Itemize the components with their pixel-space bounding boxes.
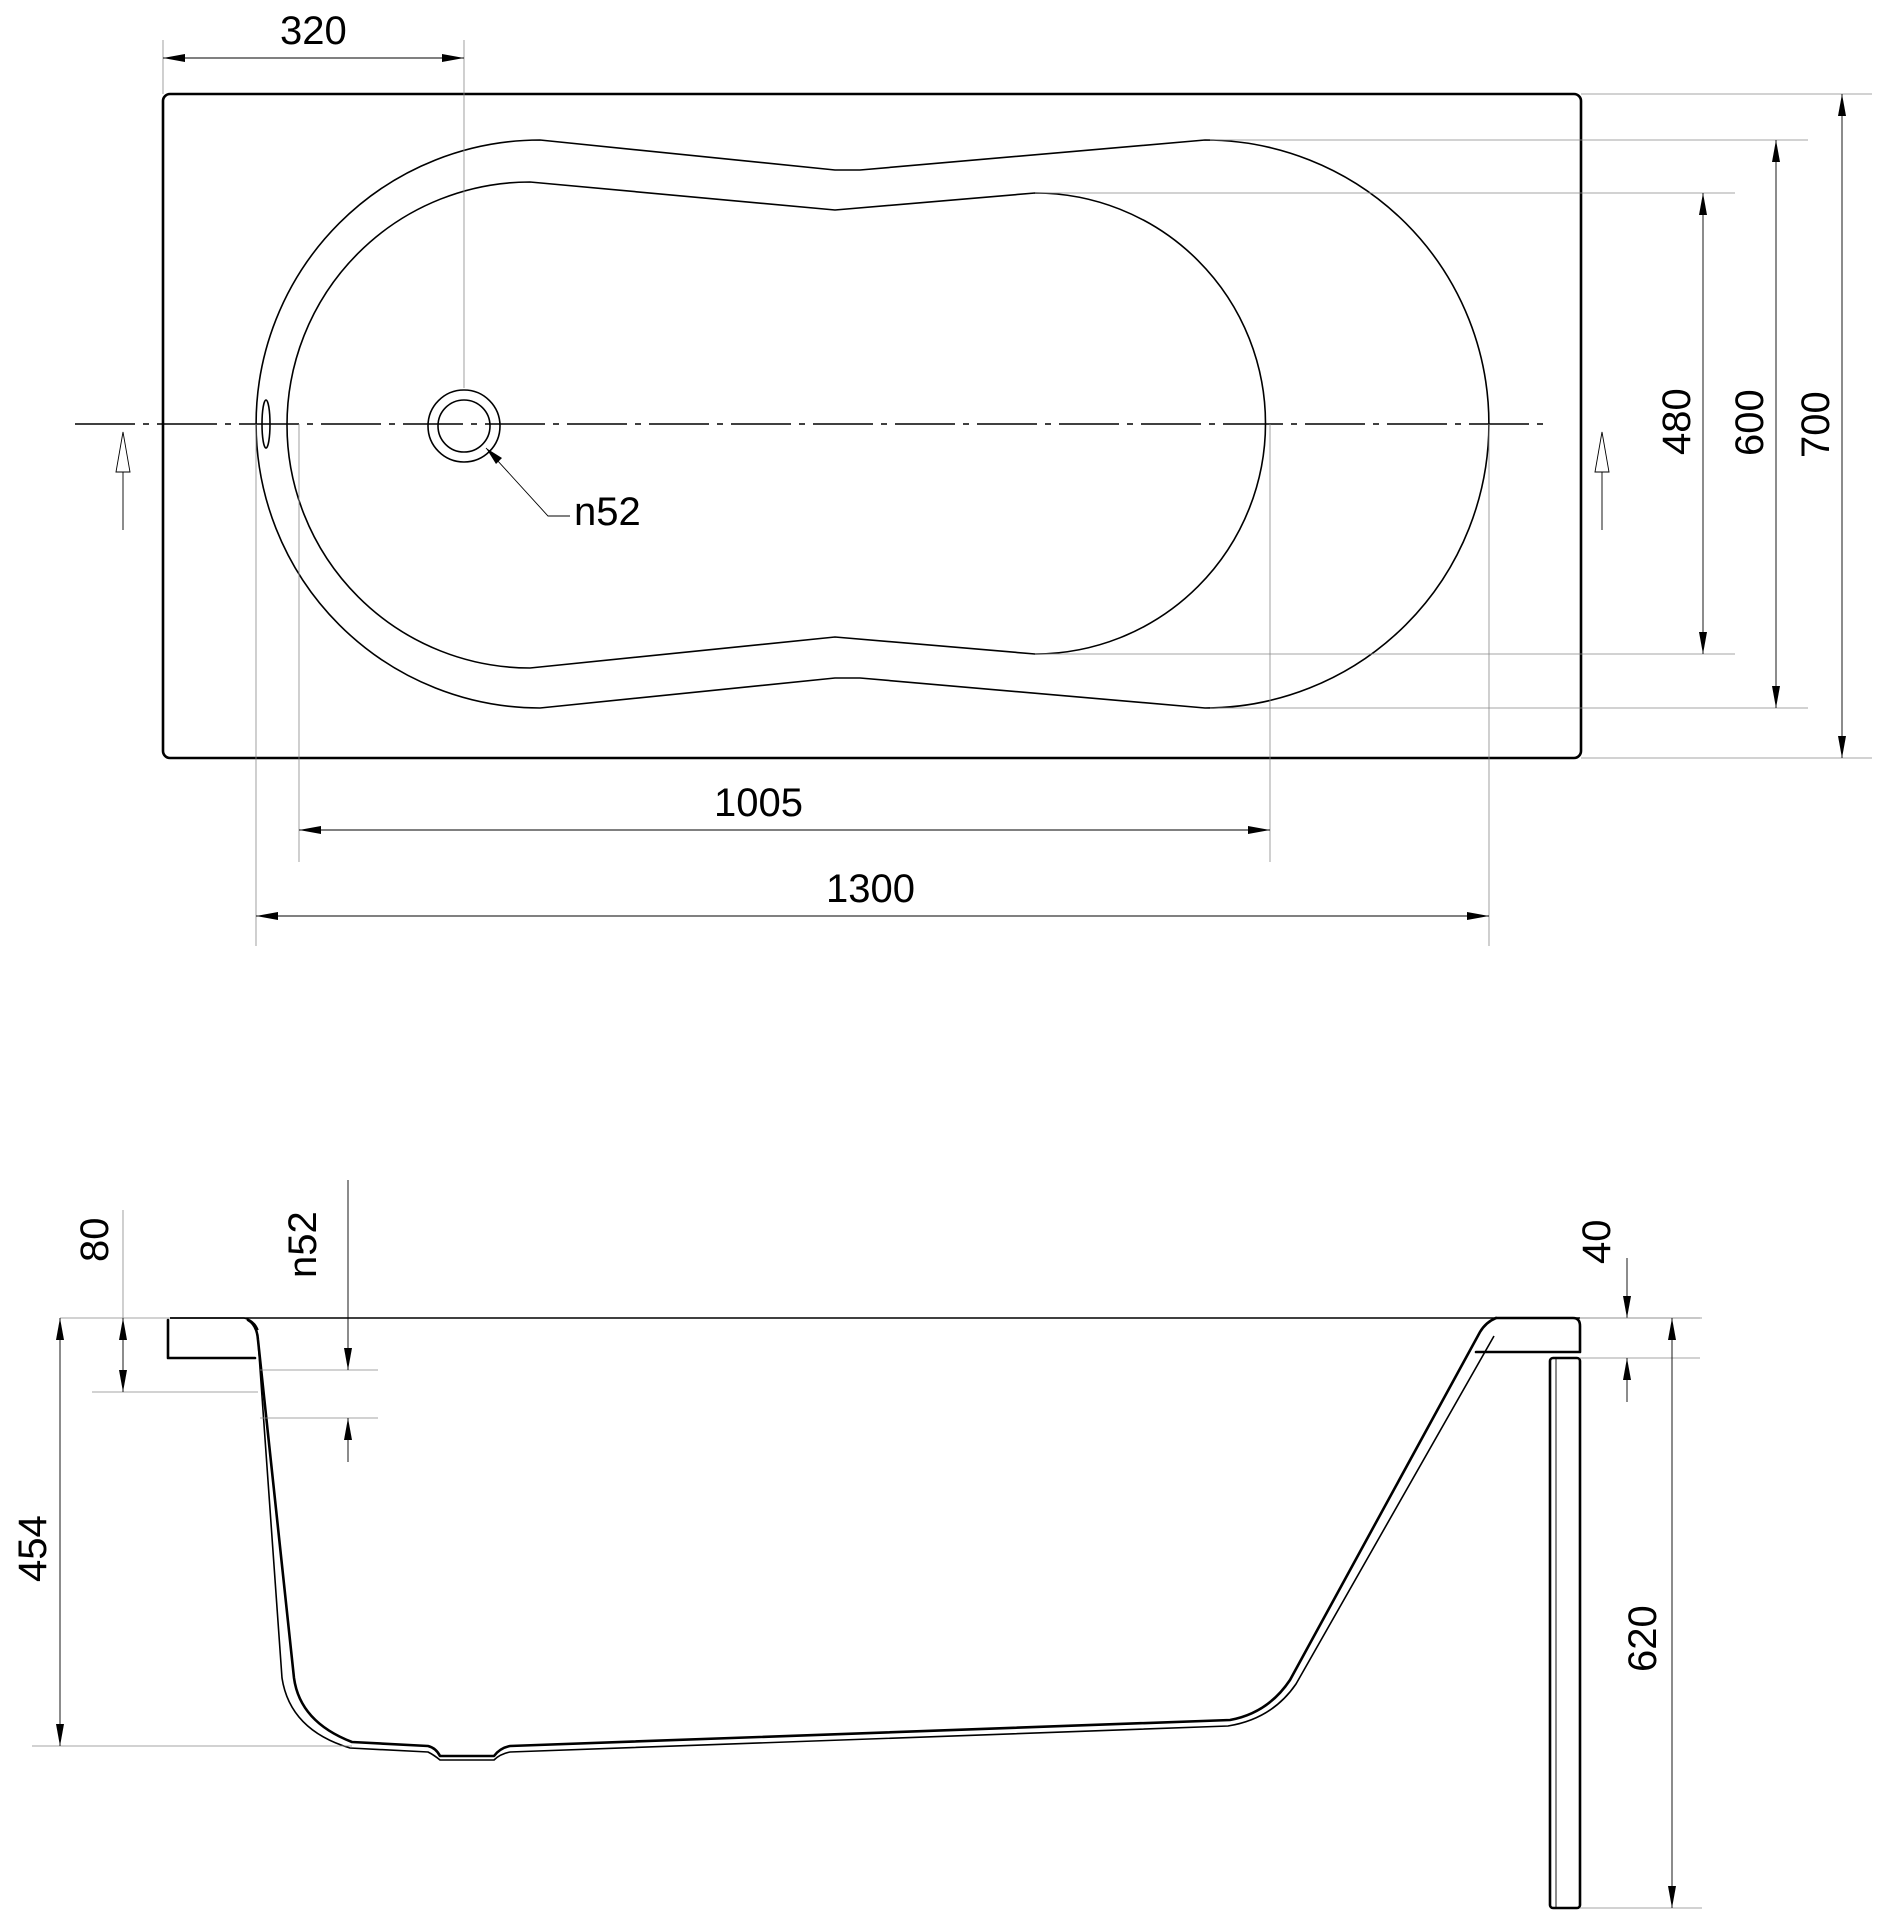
dim-320: 320 [280,9,347,53]
dim-480: 480 [1655,388,1699,455]
section-inner-shell [257,1335,1495,1761]
plan-outer-rim [161,92,1583,760]
dim-620: 620 [1621,1605,1665,1672]
section-arrow-left-icon [115,431,131,530]
dim-80: 80 [73,1218,117,1263]
plan-view: n52 320 480 600 [75,9,1872,946]
plan-outer-bowl [255,139,1490,709]
drain-leader-arrow [486,448,502,464]
section-view: 80 n52 454 40 620 [11,1180,1702,1910]
overflow-icon [261,399,271,449]
dim-454: 454 [11,1515,55,1582]
section-right-panel [1548,1356,1582,1910]
dim-700: 700 [1794,391,1838,458]
section-outer-shell [246,1316,1498,1758]
section-right-rim [1474,1316,1582,1354]
section-left-lip-top [170,1317,259,1331]
dim-1300: 1300 [826,867,915,911]
plan-inner-bowl [286,181,1267,669]
section-left-lip [166,1318,257,1360]
drain-inner-ring [437,399,491,453]
dim-drain-n52: n52 [574,490,641,534]
dim-1005: 1005 [714,781,803,825]
dim-600: 600 [1728,389,1772,456]
drain-leader [485,447,570,517]
drain-outer-ring [427,389,501,463]
dim-section-n52: n52 [281,1211,325,1278]
dim-40: 40 [1575,1220,1619,1265]
section-arrow-right-icon [1594,431,1610,530]
